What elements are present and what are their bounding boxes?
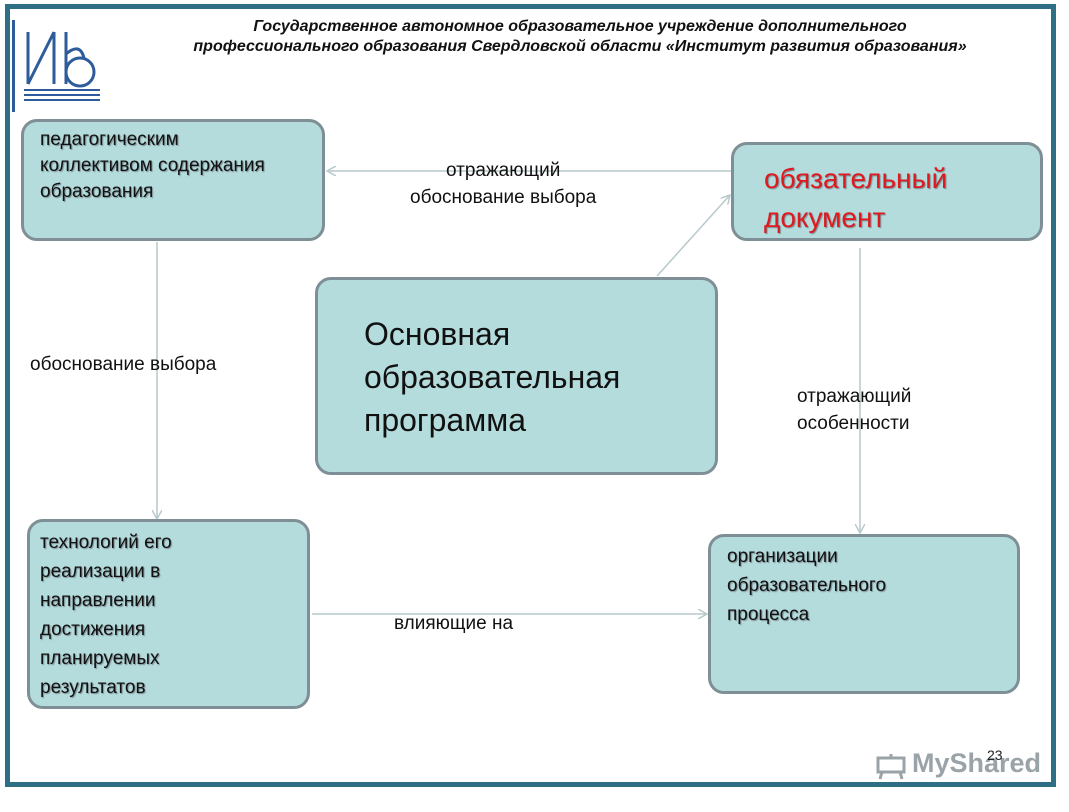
header-line-2: профессионального образования Свердловск… (193, 38, 967, 55)
box-organization-text: организации образовательного процесса (727, 546, 887, 625)
header-line-1: Государственное автономное образовательн… (253, 18, 907, 35)
box-mandatory-text: обязательный документ (764, 163, 948, 233)
watermark-text: MyShared (912, 748, 1042, 778)
box-main-program-text: Основная образовательная программа (364, 316, 621, 438)
box-organization: организации образовательного процесса (708, 534, 1020, 694)
label-right: отражающий особенности (797, 386, 912, 434)
box-main-program: Основная образовательная программа (315, 277, 718, 475)
institute-logo-icon (24, 31, 100, 101)
label-top: отражающий обоснование выбора (410, 160, 597, 208)
label-bottom: влияющие на (394, 613, 514, 634)
logo-bar (12, 20, 15, 112)
slide-header: Государственное автономное образовательн… (110, 17, 1050, 57)
slide-number: 23 (987, 747, 1003, 763)
box-technologies-text: технологий его реализации в направлении … (40, 532, 172, 698)
box-pedagogical: педагогическим коллективом содержания об… (21, 119, 325, 241)
box-mandatory: обязательный документ (731, 142, 1043, 241)
label-left: обоснование выбора (30, 354, 217, 375)
box-technologies: технологий его реализации в направлении … (27, 519, 310, 709)
watermark-icon (876, 754, 906, 780)
box-pedagogical-text: педагогическим коллективом содержания об… (40, 129, 265, 202)
